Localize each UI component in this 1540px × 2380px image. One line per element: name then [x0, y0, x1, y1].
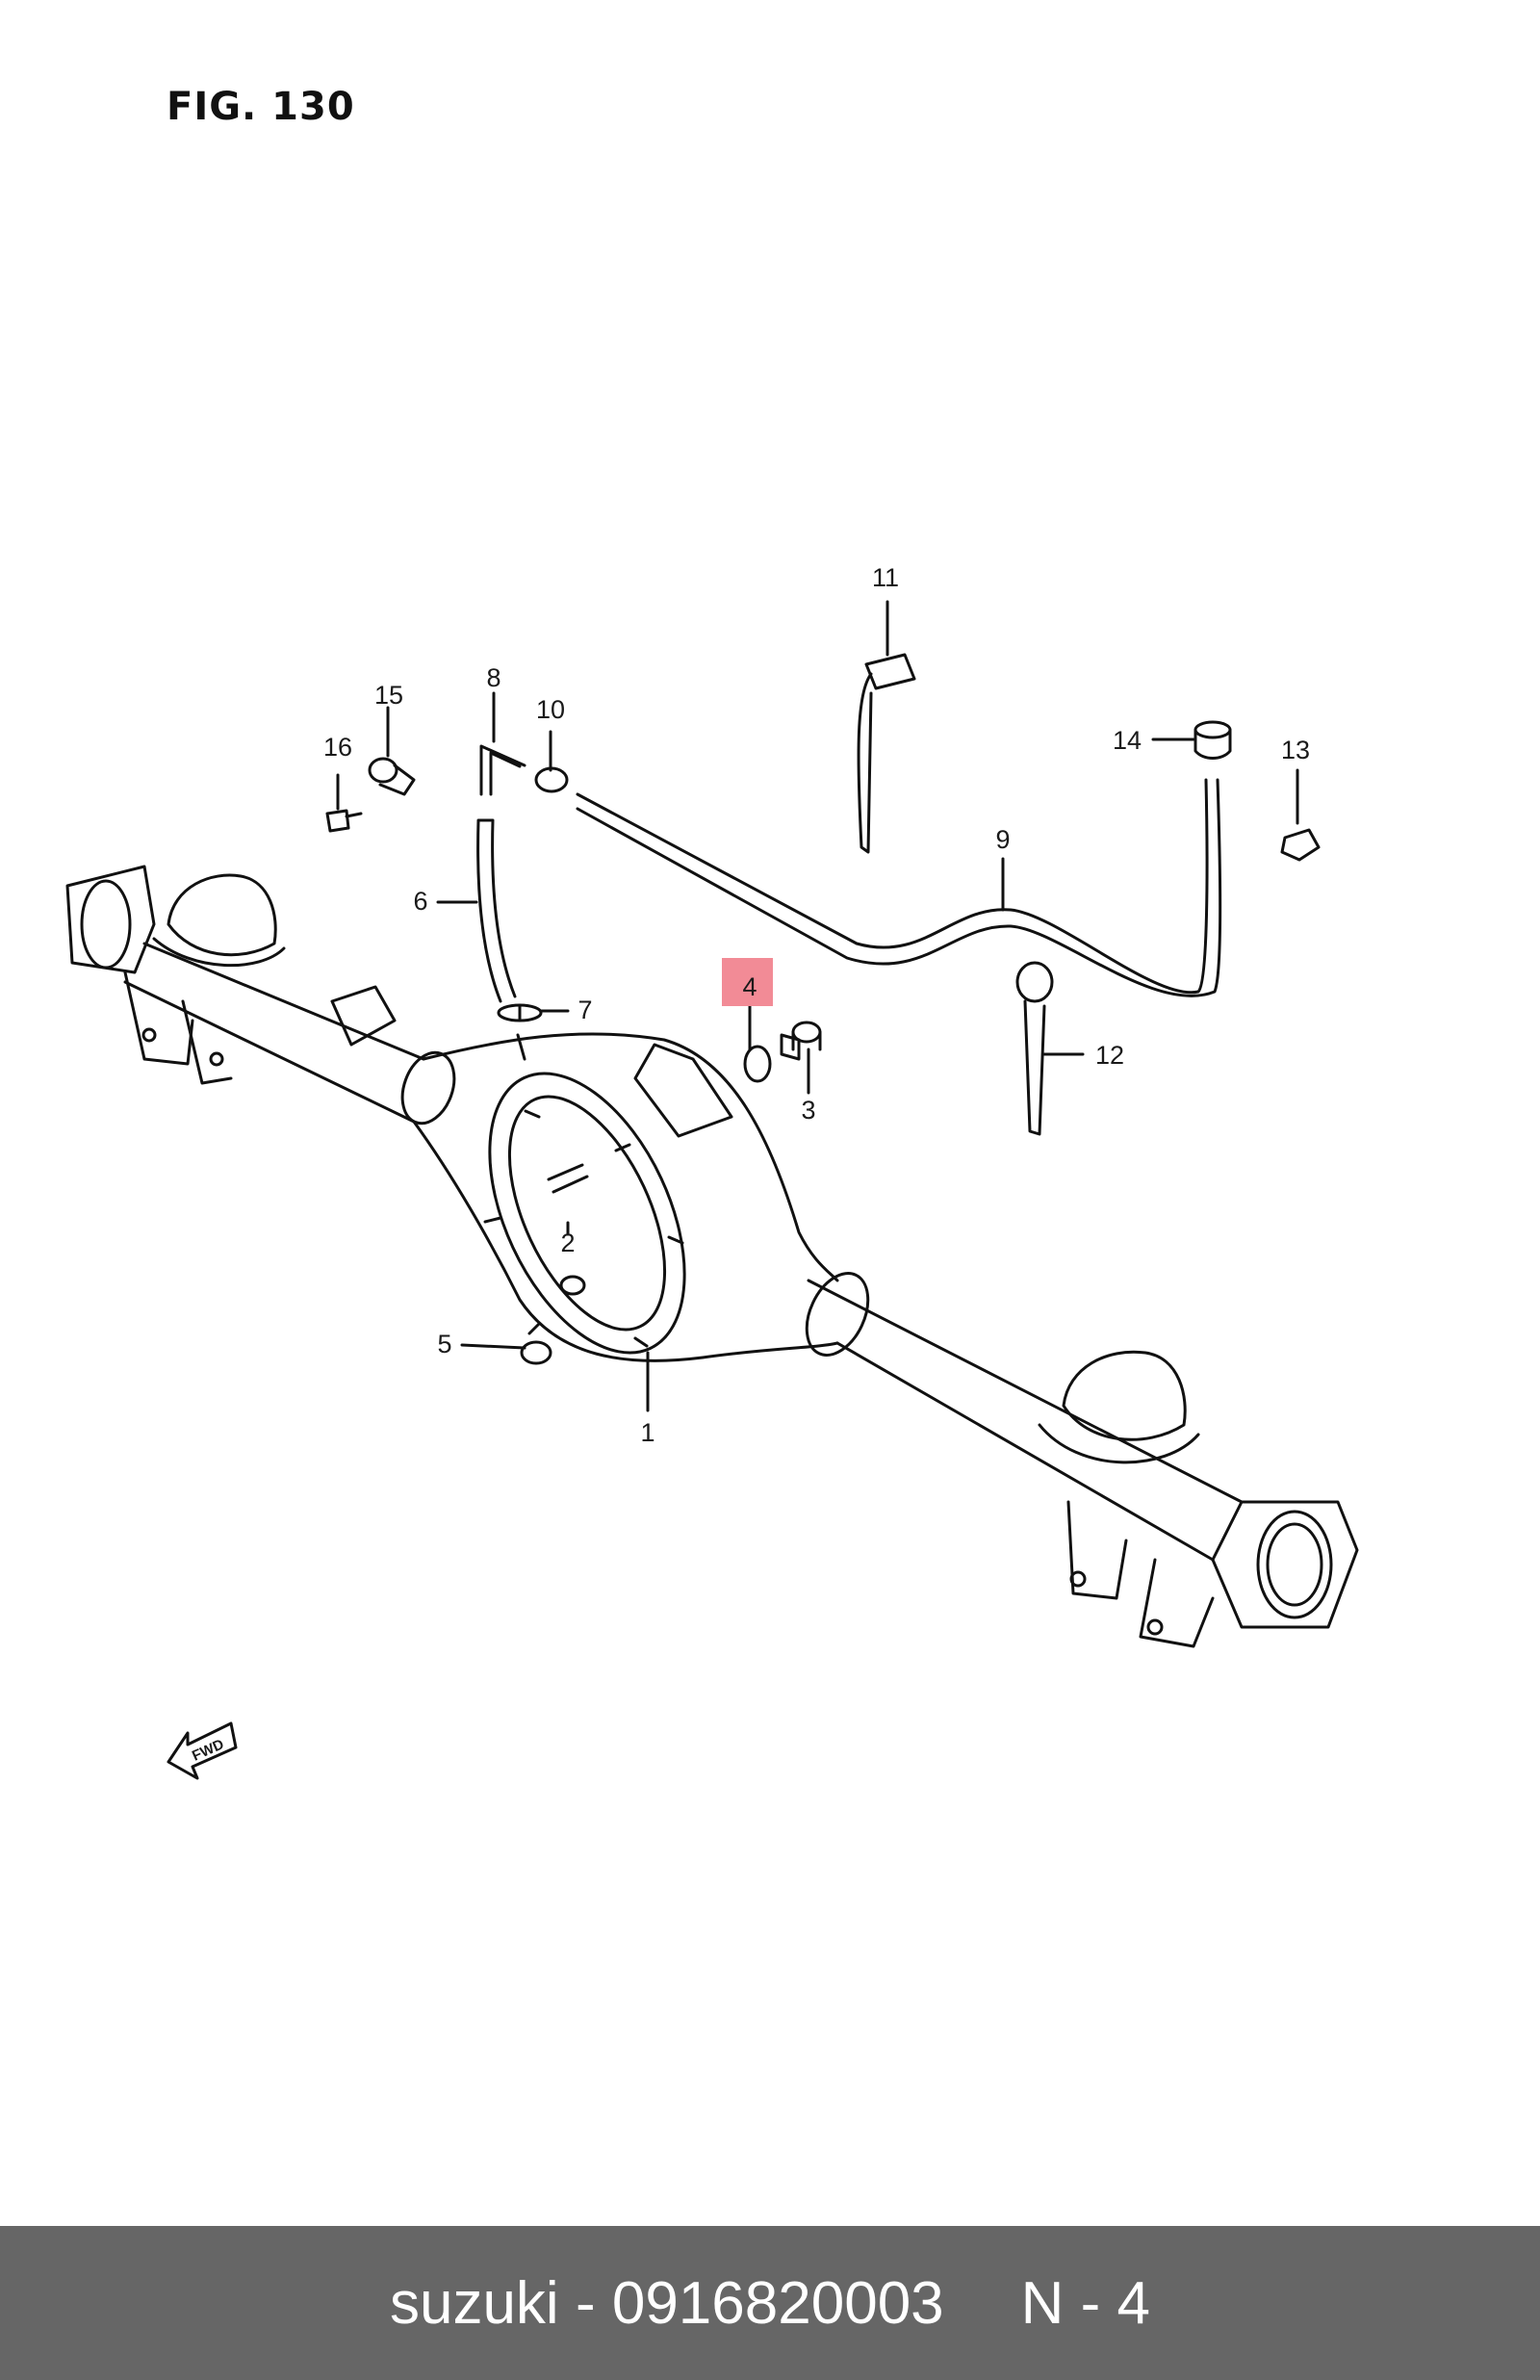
callout-15: 15 [374, 681, 403, 710]
breather-hose-long-drawing [576, 778, 1222, 997]
bolt-drawing [325, 809, 363, 833]
callout-3: 3 [801, 1096, 815, 1125]
figure-title: FIG. 130 [167, 85, 355, 129]
callout-9: 9 [995, 825, 1010, 854]
cap-drawing [1194, 720, 1232, 760]
nut-drawing [1280, 828, 1321, 862]
breather-hose-drawing [476, 818, 517, 1003]
filler-plug-drawing [520, 1340, 552, 1365]
callout-4: 4 [742, 972, 757, 1001]
footer-bar: suzuki - 0916820003 N - 4 [0, 2226, 1540, 2380]
highlight-box [722, 958, 773, 1006]
callout-16: 16 [323, 733, 352, 762]
callout-8: 8 [486, 663, 500, 692]
breather-pipe-drawing [479, 744, 526, 796]
callout-6: 6 [413, 887, 427, 916]
hose-clamp-drawing [497, 1003, 543, 1022]
callout-7: 7 [578, 996, 592, 1024]
cable-tie-clamp-drawing [1015, 961, 1054, 1136]
rear-axle-housing-drawing [65, 865, 1359, 1648]
callout-14: 14 [1113, 726, 1142, 755]
callout-11: 11 [872, 563, 899, 592]
fwd-arrow-icon [167, 1721, 238, 1780]
cable-tie-drawing [857, 653, 916, 854]
callout-1: 1 [640, 1418, 654, 1447]
callout-10: 10 [536, 695, 565, 724]
bracket-drawing [368, 757, 416, 796]
exploded-parts-diagram: 1 2 3 4 5 6 7 8 9 10 11 12 13 14 15 16 F… [65, 563, 1359, 1780]
footer-position: N - 4 [1020, 2269, 1151, 2337]
clamp-drawing [534, 766, 569, 793]
drain-plug-drawing [780, 1021, 822, 1061]
footer-part-number: 0916820003 [611, 2269, 944, 2337]
footer-separator: - [575, 2269, 596, 2337]
callout-12: 12 [1095, 1041, 1124, 1070]
callout-13: 13 [1281, 736, 1310, 764]
callout-5: 5 [437, 1330, 451, 1358]
gasket-drawing [743, 1045, 772, 1083]
footer-brand: suzuki [389, 2269, 559, 2337]
callout-2: 2 [560, 1229, 575, 1257]
